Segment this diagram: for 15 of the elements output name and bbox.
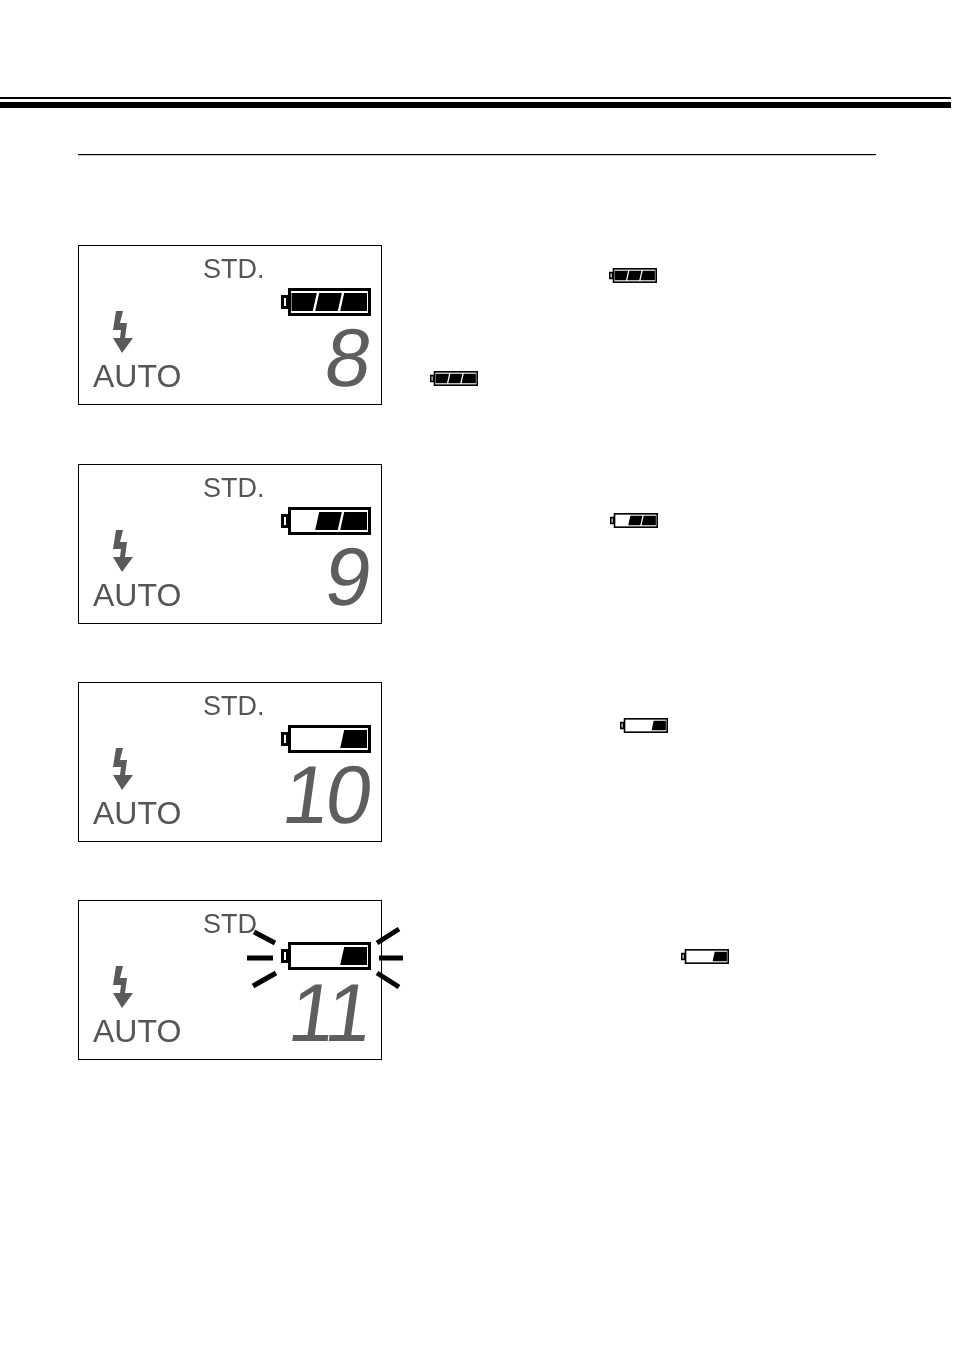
lcd-label: AUTO (93, 360, 182, 392)
frame-counter: 8 (320, 317, 375, 399)
lcd-label: STD. (203, 692, 265, 720)
lcd-label: AUTO (93, 579, 182, 611)
lcd-label: STD. (203, 474, 265, 502)
lcd-label: AUTO (93, 1015, 182, 1047)
lcd-label: STD (203, 910, 257, 938)
lcd-label: AUTO (93, 797, 182, 829)
frame-counter: 10 (278, 754, 375, 836)
lcd-panel (78, 682, 382, 842)
lcd-panel (78, 464, 382, 624)
lcd-panel (78, 245, 382, 405)
frame-counter: 11 (284, 972, 375, 1054)
frame-counter: 9 (320, 536, 375, 618)
lcd-label: STD. (203, 255, 265, 283)
